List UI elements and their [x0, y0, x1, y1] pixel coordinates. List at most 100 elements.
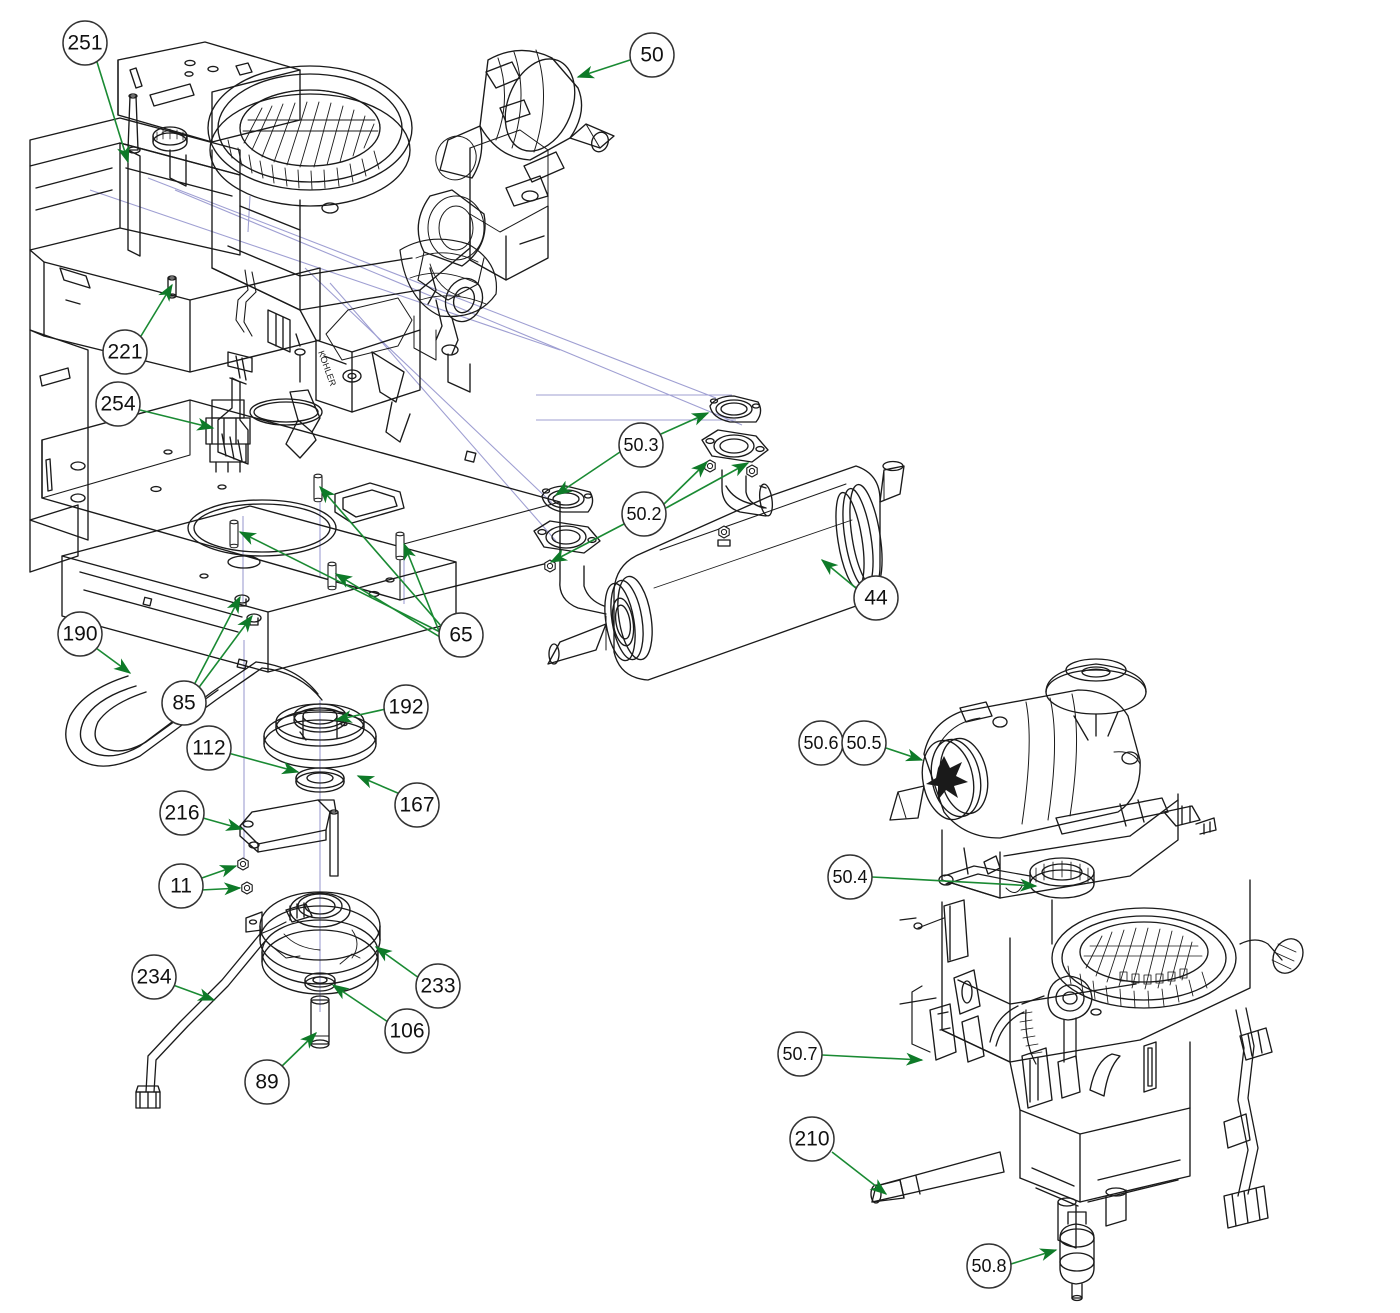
leader-254 [139, 409, 215, 431]
drive-belt-190 [65, 661, 323, 767]
callout-label: 89 [255, 1071, 278, 1094]
callout-233[interactable]: 233 [415, 963, 461, 1009]
callout-label: 190 [62, 623, 97, 646]
callout-label: 65 [449, 624, 472, 647]
leader-85-b [196, 614, 253, 691]
leader-112 [227, 752, 300, 775]
callout-50[interactable]: 50 [629, 32, 675, 78]
wire-harness-234 [135, 933, 267, 1109]
callout-210[interactable]: 210 [789, 1116, 835, 1162]
washer-112 [295, 767, 345, 793]
electric-clutch-assembly [65, 661, 381, 1109]
leader-65-a [319, 485, 443, 628]
leader-106 [331, 984, 389, 1023]
callout-89[interactable]: 89 [244, 1059, 290, 1105]
callout-label: 50.4 [832, 867, 867, 887]
leader-50-2-c [549, 523, 625, 563]
engine-upper-shroud [938, 793, 1217, 899]
callout-234[interactable]: 234 [131, 954, 177, 1000]
leader-50-3-b [554, 451, 621, 496]
callout-50-2[interactable]: 50.2 [621, 491, 667, 537]
callout-label: 233 [420, 975, 455, 998]
engine-side-components [899, 899, 1304, 1229]
callout-254[interactable]: 254 [95, 381, 141, 427]
callout-50-3[interactable]: 50.3 [618, 422, 664, 468]
leader-50-2-b [665, 462, 750, 509]
leader-251 [96, 61, 130, 164]
callout-label: 210 [794, 1128, 829, 1151]
callout-85[interactable]: 85 [161, 680, 207, 726]
leader-65-c [334, 573, 441, 638]
callout-label: 44 [864, 587, 888, 610]
callout-190[interactable]: 190 [57, 611, 103, 657]
callout-50-8[interactable]: 50.8 [966, 1243, 1012, 1289]
exhaust-flanges [533, 429, 769, 554]
leader-221 [140, 283, 173, 337]
callout-44[interactable]: 44 [853, 575, 899, 621]
callout-216[interactable]: 216 [159, 790, 205, 836]
callout-label: 50 [640, 44, 663, 67]
leader-50-5 [885, 747, 924, 762]
frame-rails [29, 41, 561, 673]
air-cleaner-canister [417, 49, 615, 301]
callout-label: 216 [164, 802, 199, 825]
callout-label: 85 [172, 692, 195, 715]
fuel-filter-50-8 [1059, 1211, 1095, 1302]
callout-112[interactable]: 112 [186, 725, 232, 771]
leader-210 [831, 1151, 888, 1195]
callout-192[interactable]: 192 [383, 684, 429, 730]
leader-50-4 [871, 876, 1038, 892]
engine-main-block [941, 879, 1251, 1249]
callout-50-5[interactable]: 50.5 [841, 720, 887, 766]
air-cleaner-50-5 [889, 658, 1147, 839]
callout-50-6[interactable]: 50.6 [798, 720, 844, 766]
leader-167 [356, 775, 401, 795]
leader-11-a [198, 865, 238, 880]
callout-label: 221 [107, 341, 142, 364]
callout-50-4[interactable]: 50.4 [827, 854, 873, 900]
callout-251[interactable]: 251 [62, 20, 108, 66]
callout-label: 192 [388, 696, 423, 719]
leader-234 [172, 984, 216, 1001]
callout-label: 50.6 [803, 733, 838, 753]
frame-hardware [167, 275, 251, 473]
callout-65[interactable]: 65 [438, 612, 484, 658]
callout-label: 50.2 [626, 504, 661, 524]
callout-221[interactable]: 221 [102, 329, 148, 375]
washer-106 [304, 972, 336, 992]
callout-label: 251 [67, 32, 102, 55]
callout-label: 254 [100, 393, 135, 416]
leader-233 [374, 946, 420, 979]
callout-label: 50.8 [971, 1256, 1006, 1276]
leader-89 [279, 1031, 318, 1069]
callout-leader-lines [95, 59, 1058, 1265]
leader-50-7 [821, 1052, 924, 1066]
engine-top-left: KOHLER [127, 49, 615, 465]
leader-85-a [192, 595, 241, 688]
callout-label: 50.5 [846, 733, 881, 753]
bracket-216 [239, 799, 339, 877]
leader-50-8 [1010, 1248, 1058, 1265]
leader-65-d [403, 542, 444, 642]
callout-label: 167 [399, 794, 434, 817]
callout-label: 11 [170, 875, 192, 898]
callout-11[interactable]: 11 [158, 863, 204, 909]
frame-and-engine-assembly: KOHLER [29, 41, 615, 673]
leader-50-2-a [662, 460, 709, 506]
callout-50-7[interactable]: 50.7 [777, 1031, 823, 1077]
leader-50-3-a [660, 412, 710, 435]
callout-balloons: 251 50 221 254 50.3 50.2 [57, 20, 1012, 1289]
callout-label: 106 [389, 1020, 424, 1043]
callout-label: 234 [136, 966, 171, 989]
leader-192 [334, 708, 387, 723]
callout-106[interactable]: 106 [384, 1008, 430, 1054]
leader-50 [576, 59, 631, 79]
leader-216 [202, 817, 244, 831]
muffler-body-44 [547, 460, 905, 681]
callout-label: 112 [192, 737, 225, 760]
callout-167[interactable]: 167 [394, 782, 440, 828]
engine-detail-assembly [870, 658, 1304, 1302]
callout-label: 50.3 [623, 435, 658, 455]
